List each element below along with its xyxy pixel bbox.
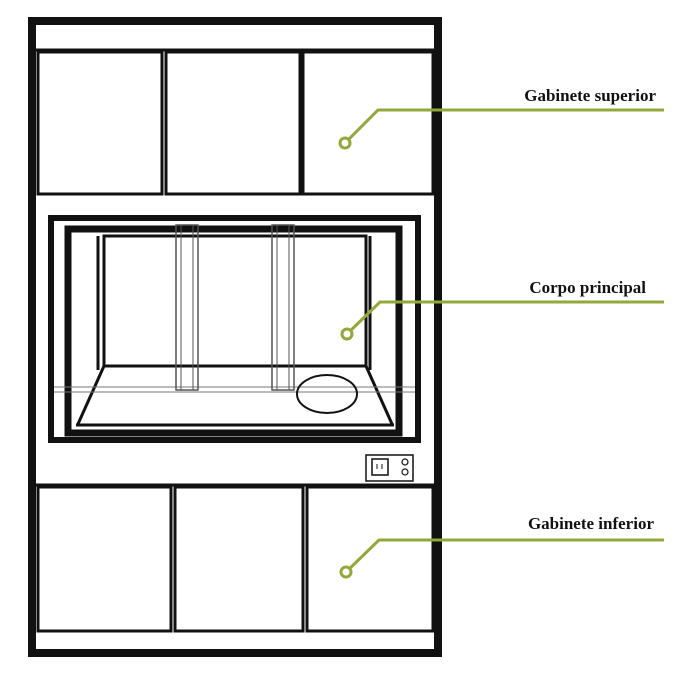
callout-lower-line <box>344 538 664 574</box>
baffle-right <box>271 224 295 391</box>
cabinet-outer-frame <box>28 17 442 657</box>
main-body-sash <box>64 225 403 437</box>
upper-door-middle <box>164 50 302 196</box>
floor-edge-left <box>76 365 106 425</box>
upper-door-right <box>301 50 435 196</box>
floor-edge-right <box>364 365 394 425</box>
upper-cabinet <box>36 50 435 196</box>
lower-door-middle <box>173 485 305 633</box>
main-body <box>48 215 421 443</box>
sink-basin <box>296 374 358 414</box>
knob-top-icon <box>401 458 409 466</box>
callout-lower-dot <box>339 565 353 579</box>
main-body-outer <box>48 215 421 443</box>
callout-main-dot <box>340 327 354 341</box>
baffle-left <box>175 224 199 391</box>
callout-upper <box>338 108 664 150</box>
callout-main-line <box>345 300 664 336</box>
label-upper-cabinet: Gabinete superior <box>524 86 656 105</box>
upper-door-left <box>36 50 164 196</box>
control-panel-box <box>365 454 414 482</box>
label-main-body: Corpo principal <box>529 278 646 297</box>
lower-cabinet <box>36 483 435 633</box>
callout-lower <box>339 538 664 579</box>
control-panel <box>365 454 414 482</box>
callout-upper-dot <box>338 136 352 150</box>
lower-door-right <box>305 485 435 633</box>
label-lower-cabinet: Gabinete inferior <box>527 514 654 533</box>
callout-main <box>340 300 664 341</box>
switch-icon <box>371 458 389 476</box>
lower-door-left <box>36 485 173 633</box>
knob-bottom-icon <box>401 468 409 476</box>
callout-upper-line <box>343 108 664 145</box>
main-body-back-wall <box>102 234 368 368</box>
